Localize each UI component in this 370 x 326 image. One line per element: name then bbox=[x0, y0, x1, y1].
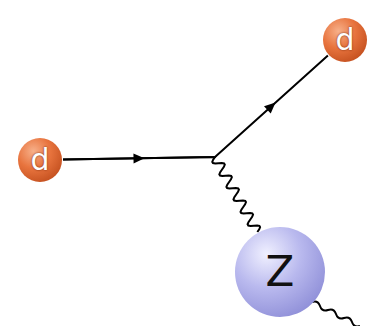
particle-label: d bbox=[335, 25, 354, 55]
particle-label: d bbox=[30, 145, 49, 175]
propagator bbox=[63, 157, 260, 232]
quark-sphere: d bbox=[18, 138, 62, 182]
arrowhead bbox=[264, 103, 276, 114]
propagator bbox=[63, 55, 328, 163]
boson-sphere: Z bbox=[235, 227, 325, 317]
quark-sphere: d bbox=[323, 18, 367, 62]
wavy-line bbox=[312, 302, 360, 326]
particle-label: Z bbox=[266, 251, 295, 293]
